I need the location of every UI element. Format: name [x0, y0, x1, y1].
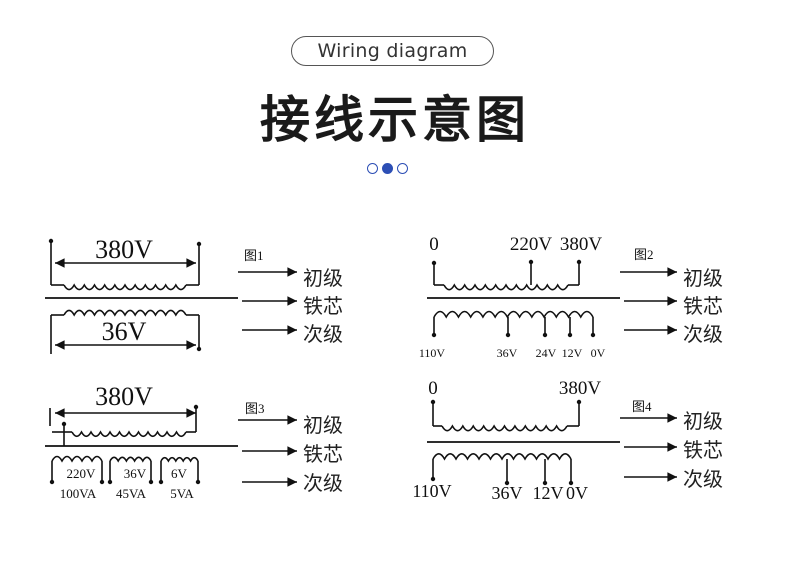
- fig1-primary-coil: [63, 283, 187, 291]
- label-secondary: 次级: [683, 323, 723, 346]
- fig1-secondary-coil: [63, 309, 187, 317]
- fig2-sec-terminal-110v: [431, 332, 437, 338]
- fig3-caption: 图3: [245, 401, 265, 416]
- fig2-tap-380v: 380V: [560, 234, 603, 255]
- fig4-sec-terminal-12v: [542, 480, 548, 486]
- fig4-secondary-coil: [432, 453, 572, 461]
- pager-dot-2-active[interactable]: [382, 163, 393, 174]
- subtitle-pill: Wiring diagram: [291, 36, 494, 66]
- fig2-sec-tap-24v: 24V: [536, 346, 557, 360]
- fig4-sec-terminal-110v: [430, 476, 436, 482]
- fig2-sec-terminal-0v: [590, 332, 596, 338]
- fig2-caption: 图2: [634, 247, 654, 262]
- label-primary: 初级: [303, 414, 343, 437]
- fig2-sec-tap-12v: 12V: [562, 346, 583, 360]
- figure-4: 0 380V 110V 36V 12V 0V 图4: [412, 378, 652, 503]
- fig2-secondary-coil: [433, 310, 594, 319]
- fig3-primary-coil: [71, 430, 187, 438]
- fig2-sec-terminal-24v: [542, 332, 548, 338]
- fig3-sec2-terminal-r: [148, 479, 154, 485]
- fig3-sec1-voltage: 220V: [67, 466, 97, 481]
- legend-fig3: 初级 铁芯 次级: [303, 414, 343, 495]
- fig3-primary-voltage: 380V: [95, 382, 153, 411]
- fig4-sec-terminal-36v: [504, 480, 510, 486]
- fig2-tap-0: 0: [429, 234, 439, 255]
- fig2-sec-tap-36v: 36V: [497, 346, 518, 360]
- fig4-sec-tap-36v: 36V: [492, 483, 523, 503]
- fig4-sec-terminal-0v: [568, 480, 574, 486]
- legend-fig1: 初级 铁芯 次级: [303, 267, 343, 346]
- page-title: 接线示意图: [260, 91, 530, 149]
- fig2-tap-220v: 220V: [510, 234, 553, 255]
- legend-fig2: 初级 铁芯 次级: [683, 267, 723, 346]
- label-core: 铁芯: [303, 295, 343, 318]
- figure-2: 0 220V 380V 110V 36V 24V 12V 0V 图2: [419, 234, 654, 360]
- fig3-sec1-power: 100VA: [60, 486, 97, 501]
- fig3-sec1-coil: [51, 455, 103, 463]
- fig2-sec-terminal-12v: [567, 332, 573, 338]
- label-core: 铁芯: [683, 295, 723, 318]
- fig4-sec-tap-12v: 12V: [533, 483, 564, 503]
- fig2-sec-tap-0v: 0V: [591, 346, 606, 360]
- fig3-sec3-voltage: 6V: [171, 466, 188, 481]
- fig3-sec1-terminal-r: [99, 479, 105, 485]
- fig4-tap-0: 0: [428, 378, 438, 399]
- label-secondary: 次级: [683, 468, 723, 491]
- subtitle-text: Wiring diagram: [317, 40, 468, 62]
- fig3-sec3-terminal-l: [158, 479, 164, 485]
- fig3-sec3-coil: [160, 456, 199, 463]
- fig1-caption: 图1: [244, 248, 264, 263]
- fig4-caption: 图4: [632, 399, 652, 414]
- fig4-sec-tap-0v: 0V: [566, 483, 588, 503]
- fig4-tap-380v: 380V: [559, 378, 602, 399]
- label-secondary: 次级: [303, 323, 343, 346]
- fig2-sec-tap-110v: 110V: [419, 346, 446, 360]
- fig3-sec2-terminal-l: [107, 479, 113, 485]
- fig3-sec2-coil: [109, 456, 152, 463]
- label-secondary: 次级: [303, 472, 343, 495]
- fig1-primary-voltage: 380V: [95, 235, 153, 264]
- fig3-sec2-voltage: 36V: [124, 466, 147, 481]
- legend-fig4: 初级 铁芯 次级: [683, 410, 723, 491]
- label-core: 铁芯: [683, 439, 723, 462]
- fig3-sec3-power: 5VA: [170, 486, 194, 501]
- fig2-primary-coil: [443, 283, 569, 291]
- pager-dots: [367, 163, 408, 174]
- fig1-sec-terminal-right: [196, 346, 202, 352]
- pager-dot-1[interactable]: [367, 163, 378, 174]
- fig1-secondary-voltage: 36V: [102, 317, 147, 346]
- figure-1: 380V 36V 图1: [95, 235, 263, 346]
- label-primary: 初级: [683, 267, 723, 290]
- label-primary: 初级: [683, 410, 723, 433]
- pager-dot-3[interactable]: [397, 163, 408, 174]
- fig3-sec1-terminal-l: [49, 479, 55, 485]
- label-core: 铁芯: [303, 443, 343, 466]
- fig4-primary-coil: [441, 424, 568, 432]
- fig3-sec2-power: 45VA: [116, 486, 147, 501]
- figure-3: 380V 220V 100VA 36V 45VA 6V 5VA 图3: [60, 382, 265, 501]
- label-primary: 初级: [303, 267, 343, 290]
- fig3-sec3-terminal-r: [195, 479, 201, 485]
- fig2-sec-terminal-36v: [505, 332, 511, 338]
- fig4-sec-tap-110v: 110V: [412, 481, 451, 501]
